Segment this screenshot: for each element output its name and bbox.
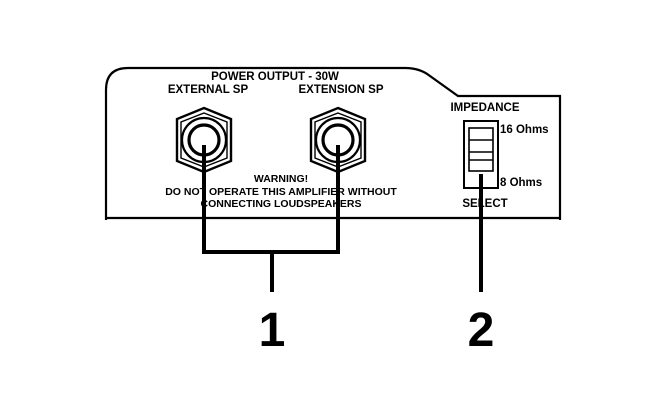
callout-number-2: 2 — [468, 304, 495, 357]
extension-sp-label: EXTENSION SP — [299, 84, 384, 96]
panel-outline — [104, 66, 562, 220]
callout-number-1: 1 — [259, 304, 286, 357]
callout-1-leader — [202, 145, 340, 292]
external-sp-label: EXTERNAL SP — [168, 84, 249, 96]
impedance-title: IMPEDANCE — [450, 102, 519, 114]
switch-lever — [468, 127, 494, 172]
impedance-select-label: SELECT — [462, 198, 507, 210]
warning-title: WARNING! — [254, 173, 308, 185]
warning-line-1: DO NOT OPERATE THIS AMPLIFIER WITHOUT — [165, 186, 397, 198]
impedance-16-ohms-label: 16 Ohms — [500, 124, 549, 136]
warning-line-2: CONNECTING LOUDSPEAKERS — [200, 198, 361, 210]
power-output-heading: POWER OUTPUT - 30W — [211, 71, 339, 83]
impedance-8-ohms-label: 8 Ohms — [500, 177, 542, 189]
